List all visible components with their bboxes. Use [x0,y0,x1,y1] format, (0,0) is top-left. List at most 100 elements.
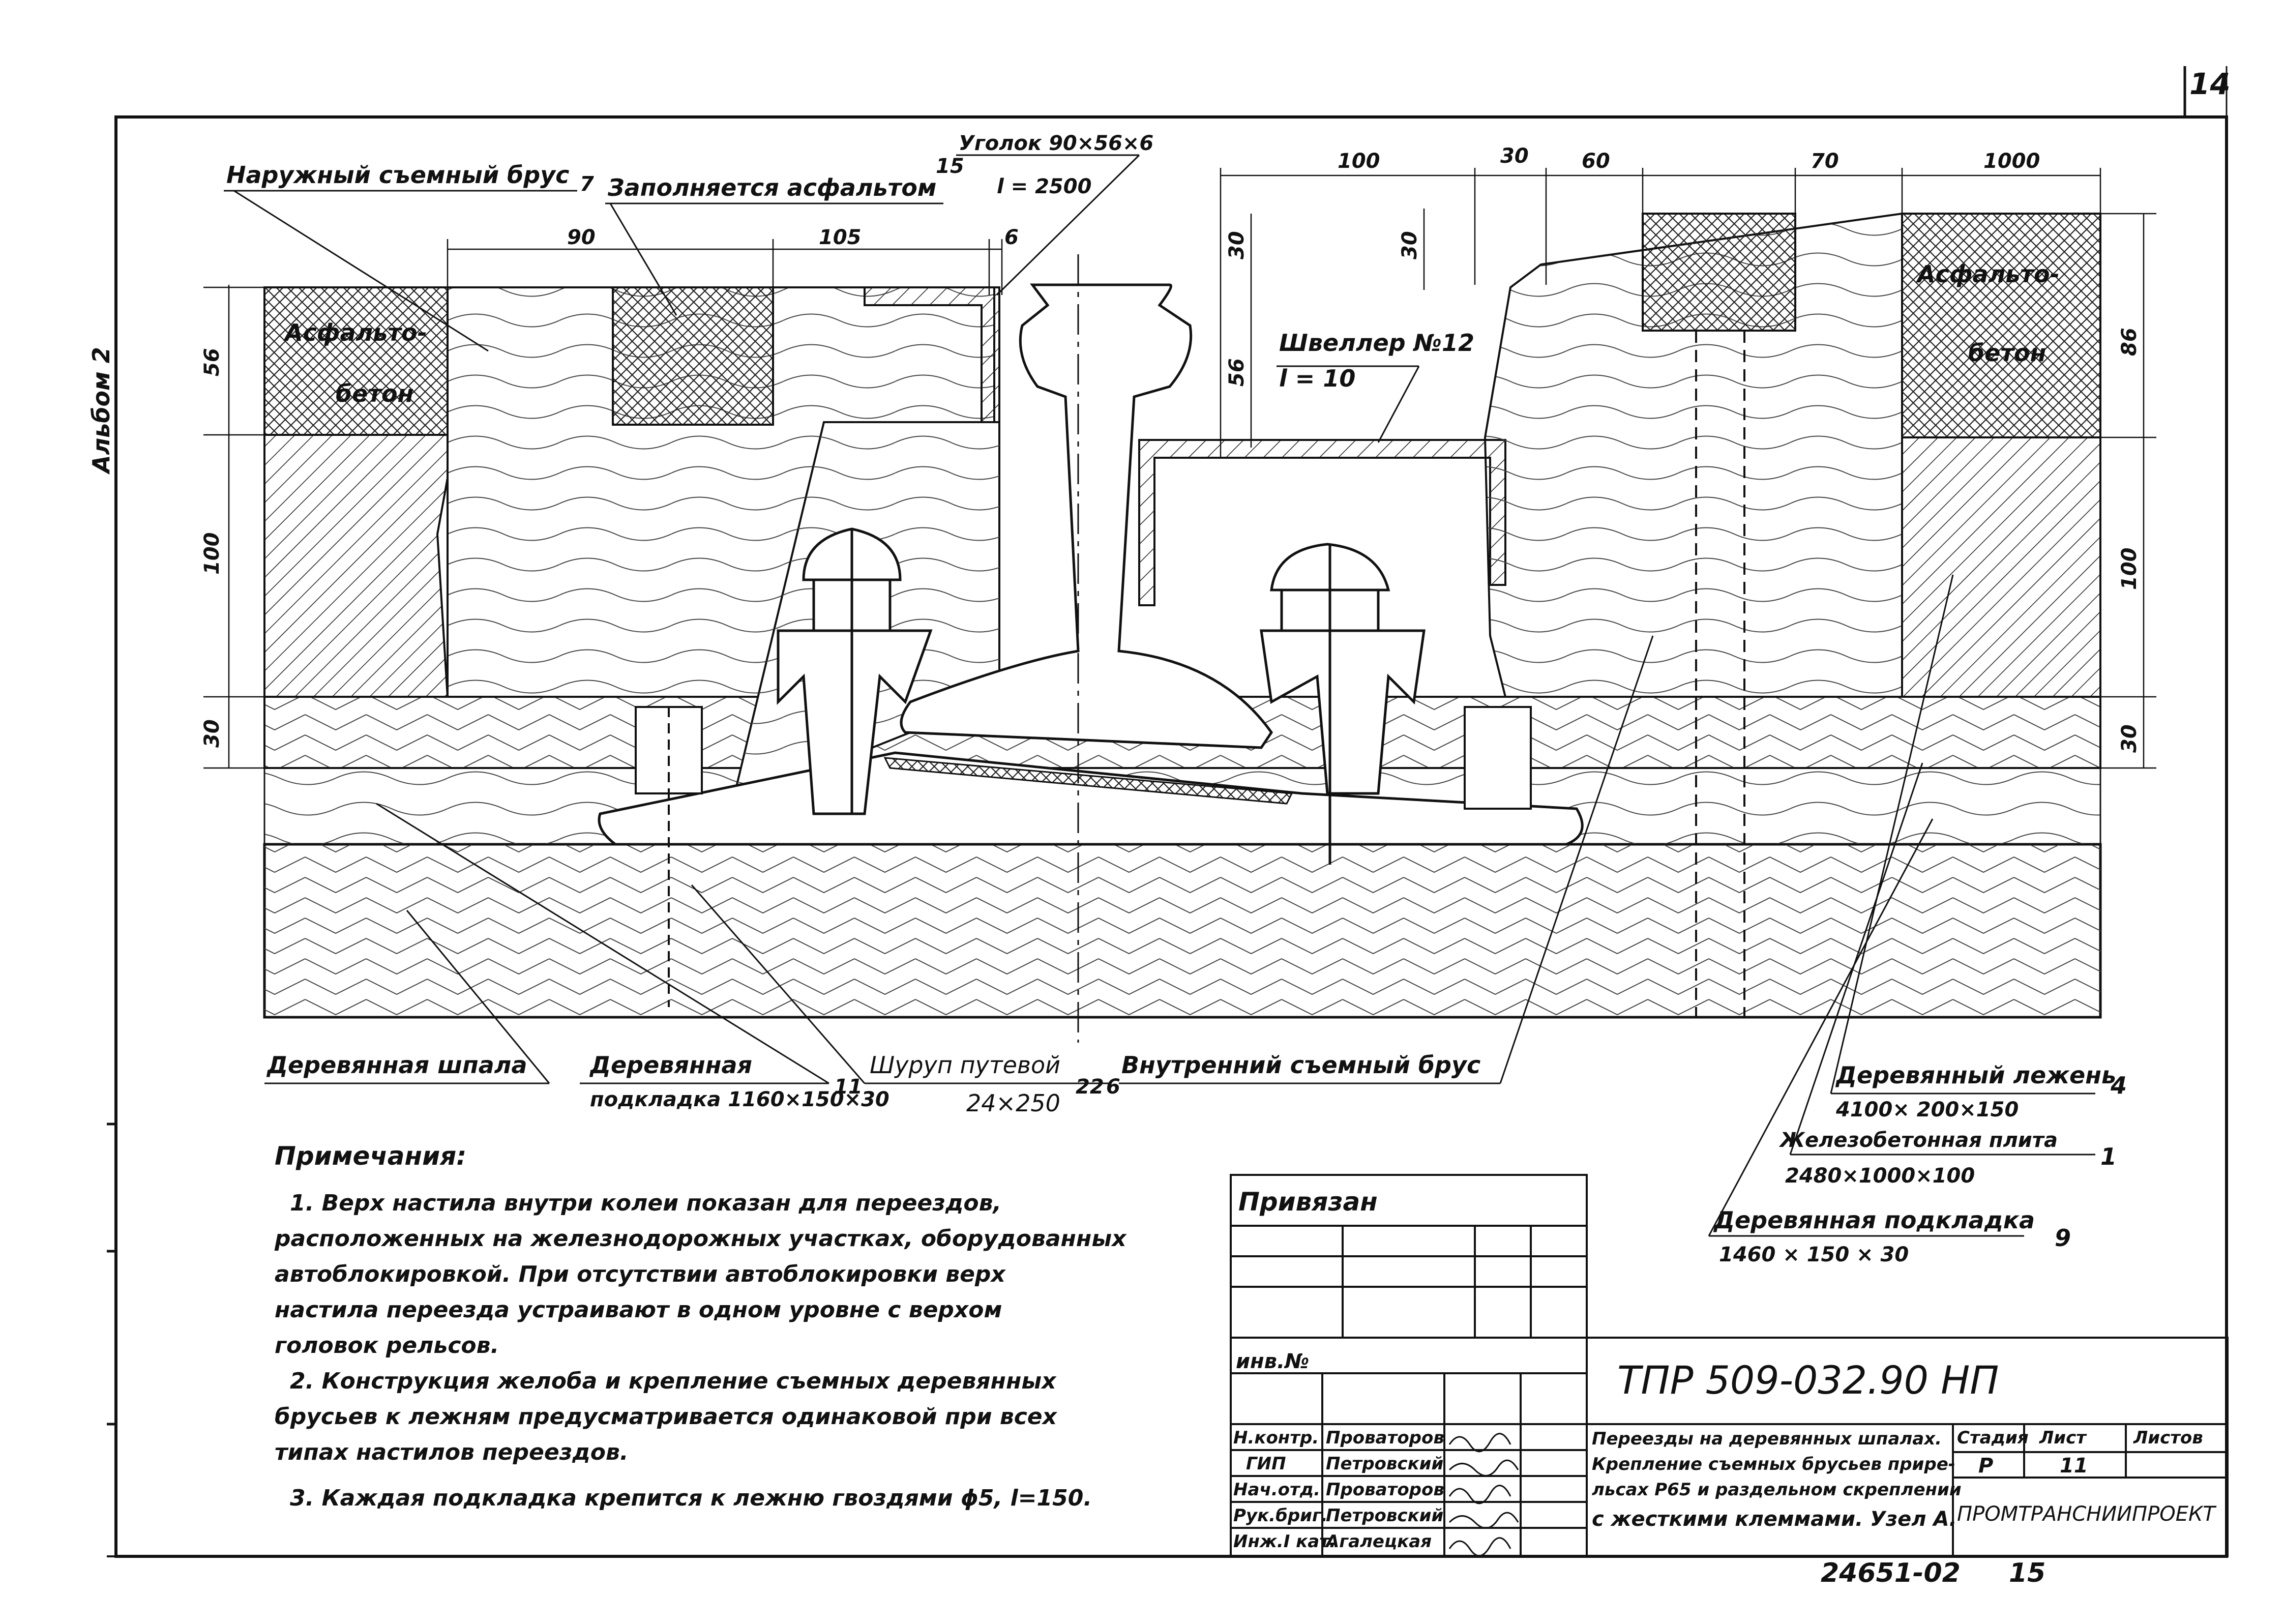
wooden-pad-label: Деревянная [589,1051,752,1079]
album-label: Альбом 2 [87,347,115,475]
sheet-number: 14 [2189,67,2231,101]
stage-value: Р [1978,1454,1993,1478]
clamp-left [777,527,933,815]
wooden-pad-size: подкладка 1160×150×30 [590,1088,889,1111]
copy-number: 24651-02 [1821,1558,1961,1588]
note-line: головок рельсов. [275,1333,499,1359]
pad9-size: 1460 × 150 × 30 [1719,1243,1909,1266]
note-line: автоблокировкой. При отсутствии автоблок… [275,1261,1006,1287]
outer-beam-label: Наружный съемный брус [226,161,569,189]
stage-header: Стадия [1957,1428,2029,1448]
pad9-label: Деревянная подкладка [1713,1206,2035,1234]
slab-pos: 1 [2100,1143,2117,1170]
asphalt-concrete-left-1: Асфальто- [283,319,427,346]
copy-page: 15 [2009,1558,2045,1588]
drawing-code: ТПР 509-032.90 НП [1617,1357,1999,1403]
reinforced-concrete-slab-right [1901,436,2101,698]
note-line: настила переезда устраивают в одном уров… [275,1297,1002,1323]
note-line: 1. Верх настила внутри колеи показан для… [290,1190,1001,1216]
slab-label: Железобетонная плита [1778,1129,2058,1152]
description-line: Крепление съемных брусьев прире- [1592,1454,1955,1474]
note-line: 3. Каждая подкладка крепится к лежню гво… [290,1485,1092,1511]
asphalt-concrete-left-2: бетон [336,380,413,407]
dim-105: 105 [819,226,862,249]
sheet-value: 11 [2060,1454,2088,1478]
dim-86-right: 86 [2118,328,2141,356]
inv-label: инв.№ [1236,1350,1309,1373]
reinforced-concrete-slab-left [263,434,449,698]
asphalt-concrete-right-1: Асфальто- [1916,260,2060,288]
dim-100-top: 100 [1338,150,1380,173]
signer-role: Инж.I кат. [1233,1531,1336,1552]
signer-name: Агалецкая [1324,1531,1432,1552]
lezhen-pos: 4 [2110,1072,2127,1099]
sheet-header: Лист [2039,1428,2087,1448]
dim-100-right: 100 [2118,548,2141,590]
dim-30-left: 30 [200,719,224,748]
asphalt-concrete-right [1901,213,2101,438]
screw-size: 24×250 [966,1089,1060,1117]
asphalt-concrete-right-2: бетон [1968,339,2046,367]
organization: ПРОМТРАНСНИИПРОЕКТ [1957,1502,2217,1526]
screw-left [635,706,703,1007]
screw-label: Шуруп путевой [870,1051,1060,1079]
screw-pos: 22 [1076,1075,1104,1099]
title-block-grid [1230,1174,2229,1557]
rail-p65 [900,283,1273,749]
dimension-lines [203,168,2156,769]
angle-pos: 15 [936,155,964,178]
notes: Примечания: 1. Верх настила внутри колеи… [274,1141,1127,1511]
signer-role: Рук.бриг. [1233,1505,1328,1526]
signer-role: ГИП [1246,1454,1286,1474]
bound-label: Привязан [1238,1187,1378,1217]
note-line: брусьев к лежням предусматривается одина… [275,1404,1058,1430]
dim-60-top: 60 [1582,150,1610,173]
lezhen-label: Деревянный лежень [1835,1061,2116,1089]
callout-leaders [224,154,2095,1237]
description-line: льсах Р65 и раздельном скреплении [1592,1480,1962,1500]
description-line: Переезды на деревянных шпалах. [1592,1429,1942,1449]
dim-30-mid-b: 30 [1398,231,1421,259]
note-line: 2. Конструкция желоба и крепление съемны… [290,1368,1057,1394]
dim-1000-top: 1000 [1983,150,2040,173]
channel-label: Швеллер №12 [1279,329,1474,357]
asphalt-fill-right [1642,213,1796,332]
note-line: типах настилов переездов. [275,1439,629,1465]
notes-heading: Примечания: [275,1141,466,1171]
dim-30-top: 30 [1500,144,1529,168]
slab-size: 2480×1000×100 [1785,1164,1975,1188]
asphalt-concrete-left [263,286,449,436]
dim-100-left: 100 [200,533,224,575]
screw-right [1464,706,1532,810]
inner-removable-beam-right [1484,212,1903,698]
channel-length: l = 10 [1279,365,1355,392]
sheets-header: Листов [2133,1428,2203,1448]
asphalt-fill-block [612,286,774,426]
dim-56-mid: 56 [1225,358,1249,387]
outer-beam-pos: 7 [580,172,594,196]
inner-beam-pos: 6 [1106,1075,1120,1099]
dim-6: 6 [1004,226,1019,249]
wooden-pad-pos: 11 [834,1075,863,1099]
rail-crossing-section [263,212,2102,1043]
wooden-sleeper-label: Деревянная шпала [266,1051,527,1079]
signer-name: Проваторов [1326,1480,1444,1500]
dim-70-top: 70 [1811,150,1839,173]
inner-beam-label: Внутренний съемный брус [1121,1051,1480,1079]
dim-30-mid: 30 [1225,231,1249,259]
note-line: расположенных на железнодорожных участка… [274,1226,1127,1252]
dim-30-right: 30 [2118,724,2141,753]
description-line: с жесткими клеммами. Узел А. [1592,1508,1957,1531]
lezhen-size: 4100× 200×150 [1835,1098,2019,1121]
signer-role: Н.контр. [1233,1428,1319,1448]
signatures [1448,1433,1519,1557]
signer-name: Проваторов [1326,1428,1444,1448]
dim-56-left: 56 [200,348,224,376]
signer-role: Нач.отд. [1233,1480,1320,1500]
pad9-pos: 9 [2055,1224,2071,1252]
angle-length: l = 2500 [997,175,1091,198]
clamp-right [1260,543,1426,865]
angle-label: Уголок 90×56×6 [959,132,1153,155]
dim-90: 90 [567,226,596,249]
